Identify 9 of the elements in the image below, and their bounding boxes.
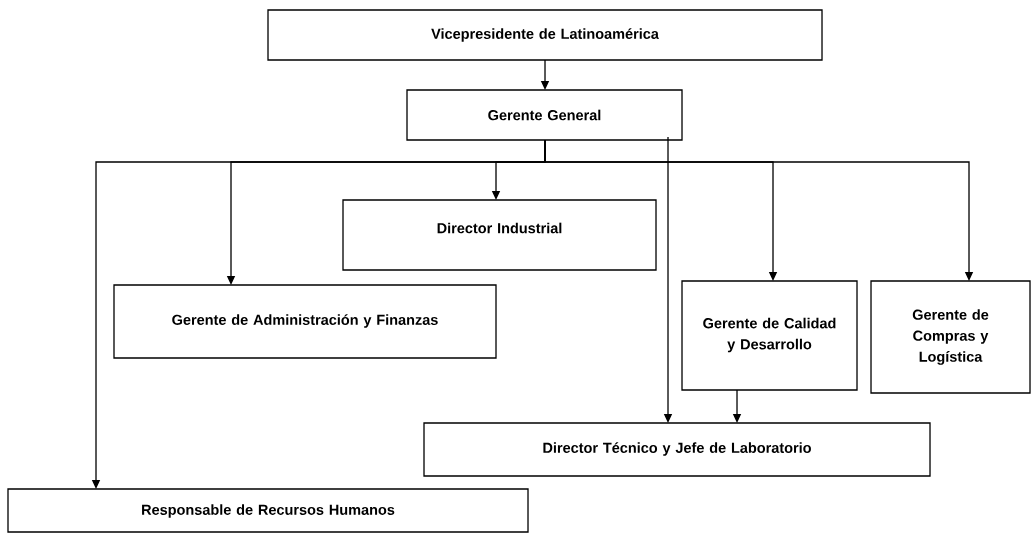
arrow bbox=[544, 139, 974, 281]
org-box: Gerente de Administración y Finanzas bbox=[113, 284, 497, 359]
org-box: Gerente de Calidad y Desarrollo bbox=[681, 280, 858, 391]
org-box: Director Industrial bbox=[342, 199, 657, 271]
org-box: Gerente General bbox=[406, 89, 683, 141]
org-box: Director Técnico y Jefe de Laboratorio bbox=[423, 422, 931, 477]
org-box: Vicepresidente de Latinoamérica bbox=[267, 9, 823, 61]
org-box: Gerente de Compras y Logística bbox=[870, 280, 1031, 394]
org-box: Responsable de Recursos Humanos bbox=[7, 488, 529, 533]
